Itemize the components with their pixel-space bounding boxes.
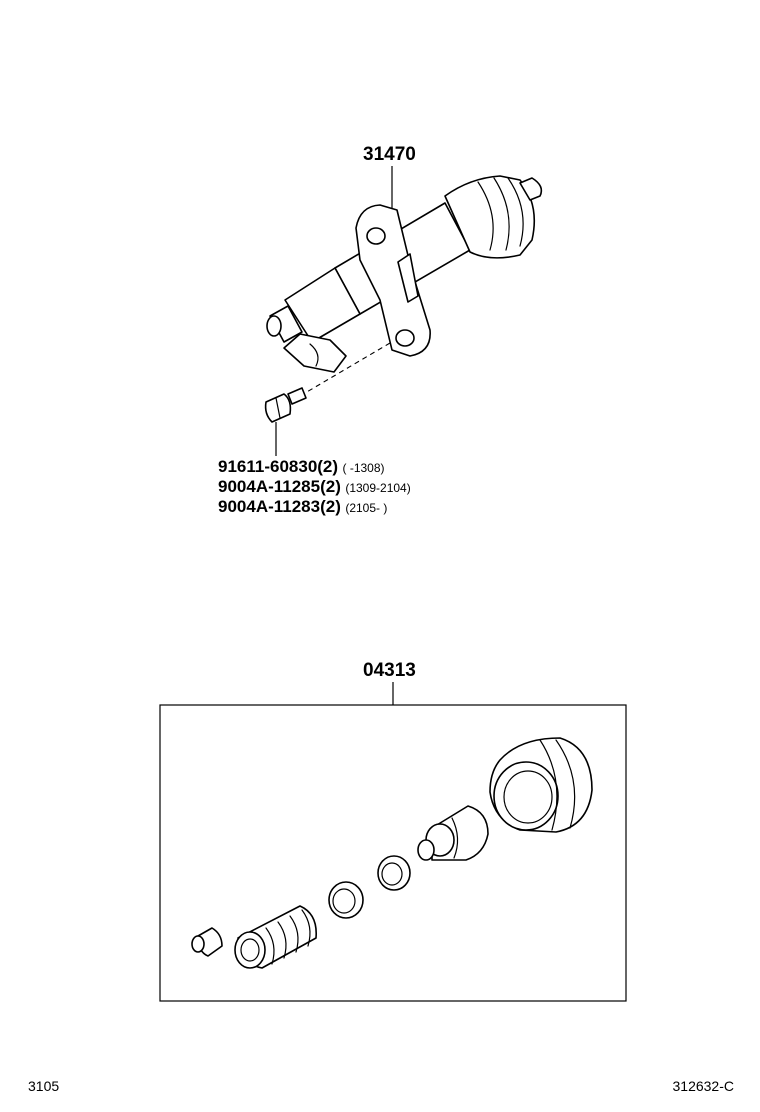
repair-kit-illustration <box>191 737 593 969</box>
bolt-callout-row[interactable]: 9004A-11283(2) (2105- ) <box>218 497 387 516</box>
bolt-callout-row[interactable]: 91611-60830(2) ( -1308) <box>218 457 385 476</box>
bolt-part-number-2[interactable]: 9004A-11285(2) <box>218 477 341 496</box>
bolt-date-range-1: ( -1308) <box>343 461 385 475</box>
kit-part-number[interactable]: 04313 <box>363 660 416 681</box>
footer-left-code: 3105 <box>28 1078 60 1094</box>
repair-kit-frame <box>159 704 627 1002</box>
bolt-part-number-3[interactable]: 9004A-11283(2) <box>218 497 341 516</box>
release-cylinder-illustration <box>266 175 543 397</box>
bolt-date-range-2: (1309-2104) <box>345 481 410 495</box>
bolt-callout-list: 91611-60830(2) ( -1308) 9004A-11285(2) (… <box>218 457 411 516</box>
cylinder-part-number[interactable]: 31470 <box>363 144 416 165</box>
footer-right-code: 312632-C <box>672 1078 735 1094</box>
bolt-part-number-1[interactable]: 91611-60830(2) <box>218 457 338 476</box>
mounting-bolt-illustration <box>264 387 307 423</box>
bolt-callout-row[interactable]: 9004A-11285(2) (1309-2104) <box>218 477 411 496</box>
bolt-date-range-3: (2105- ) <box>345 501 387 515</box>
